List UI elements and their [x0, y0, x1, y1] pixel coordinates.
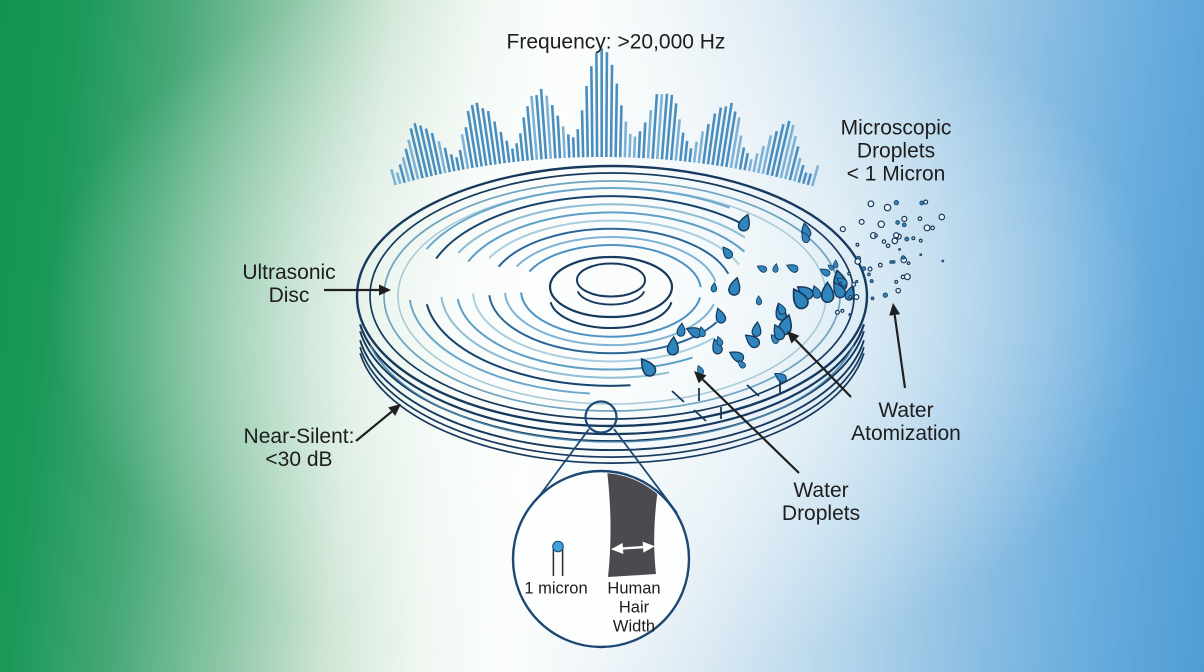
near-silent-label-line2: <30 dB [265, 448, 333, 471]
water-atomization-label-line1: Water [878, 399, 934, 422]
water-droplets-label-line1: Water [793, 479, 849, 502]
water-atomization-label-line2: Atomization [851, 422, 961, 445]
sound-wave-bars [390, 48, 820, 187]
disc-ripples [408, 187, 746, 395]
water-droplets-group [640, 213, 855, 383]
one-micron-label-text: 1 micron [524, 579, 588, 598]
human-hair-width-label-line3: Width [612, 617, 656, 636]
ultrasonic-disc-label-line2: Disc [268, 284, 310, 307]
frequency-label: Frequency: >20,000 Hz [507, 31, 726, 54]
ultrasonic-disc-label-line1: Ultrasonic [242, 261, 336, 284]
mist-dots-group [834, 199, 946, 317]
water-atomization-arrow-up [889, 303, 907, 389]
magnifier-group [511, 400, 691, 649]
near-silent-label: Near-Silent: <30 dB [244, 425, 355, 471]
one-micron-label: 1 micron [524, 580, 587, 599]
microscopic-droplets-label-line3: < 1 Micron [846, 162, 946, 186]
magnifier-contents [552, 473, 661, 577]
disc-rim [359, 323, 865, 464]
water-atomization-label: Water Atomization [851, 399, 961, 445]
leader-arrows [324, 284, 907, 474]
frequency-text: Frequency: >20,000 Hz [506, 30, 726, 54]
near-silent-label-line1: Near-Silent: [243, 425, 355, 448]
water-droplets-label-line2: Droplets [781, 502, 861, 525]
microscopic-droplets-label-line1: Microscopic [840, 116, 952, 140]
water-droplets-arrow [694, 371, 800, 474]
water-atomization-arrow-left [787, 331, 852, 398]
microscopic-droplets-label-line2: Droplets [856, 139, 936, 163]
ultrasonic-disc-label: Ultrasonic Disc [242, 261, 335, 307]
human-hair-width-label: Human Hair Width [607, 580, 660, 637]
human-hair-width-label-line1: Human [607, 579, 661, 598]
human-hair-width-label-line2: Hair [618, 598, 650, 617]
microscopic-droplets-label: Microscopic Droplets < 1 Micron [841, 117, 952, 186]
water-droplets-label: Water Droplets [782, 479, 860, 525]
rim-tabs [671, 380, 781, 422]
disc-hub [548, 255, 674, 329]
ultrasonic-disc-arrow [324, 284, 391, 296]
near-silent-arrow [355, 404, 401, 442]
